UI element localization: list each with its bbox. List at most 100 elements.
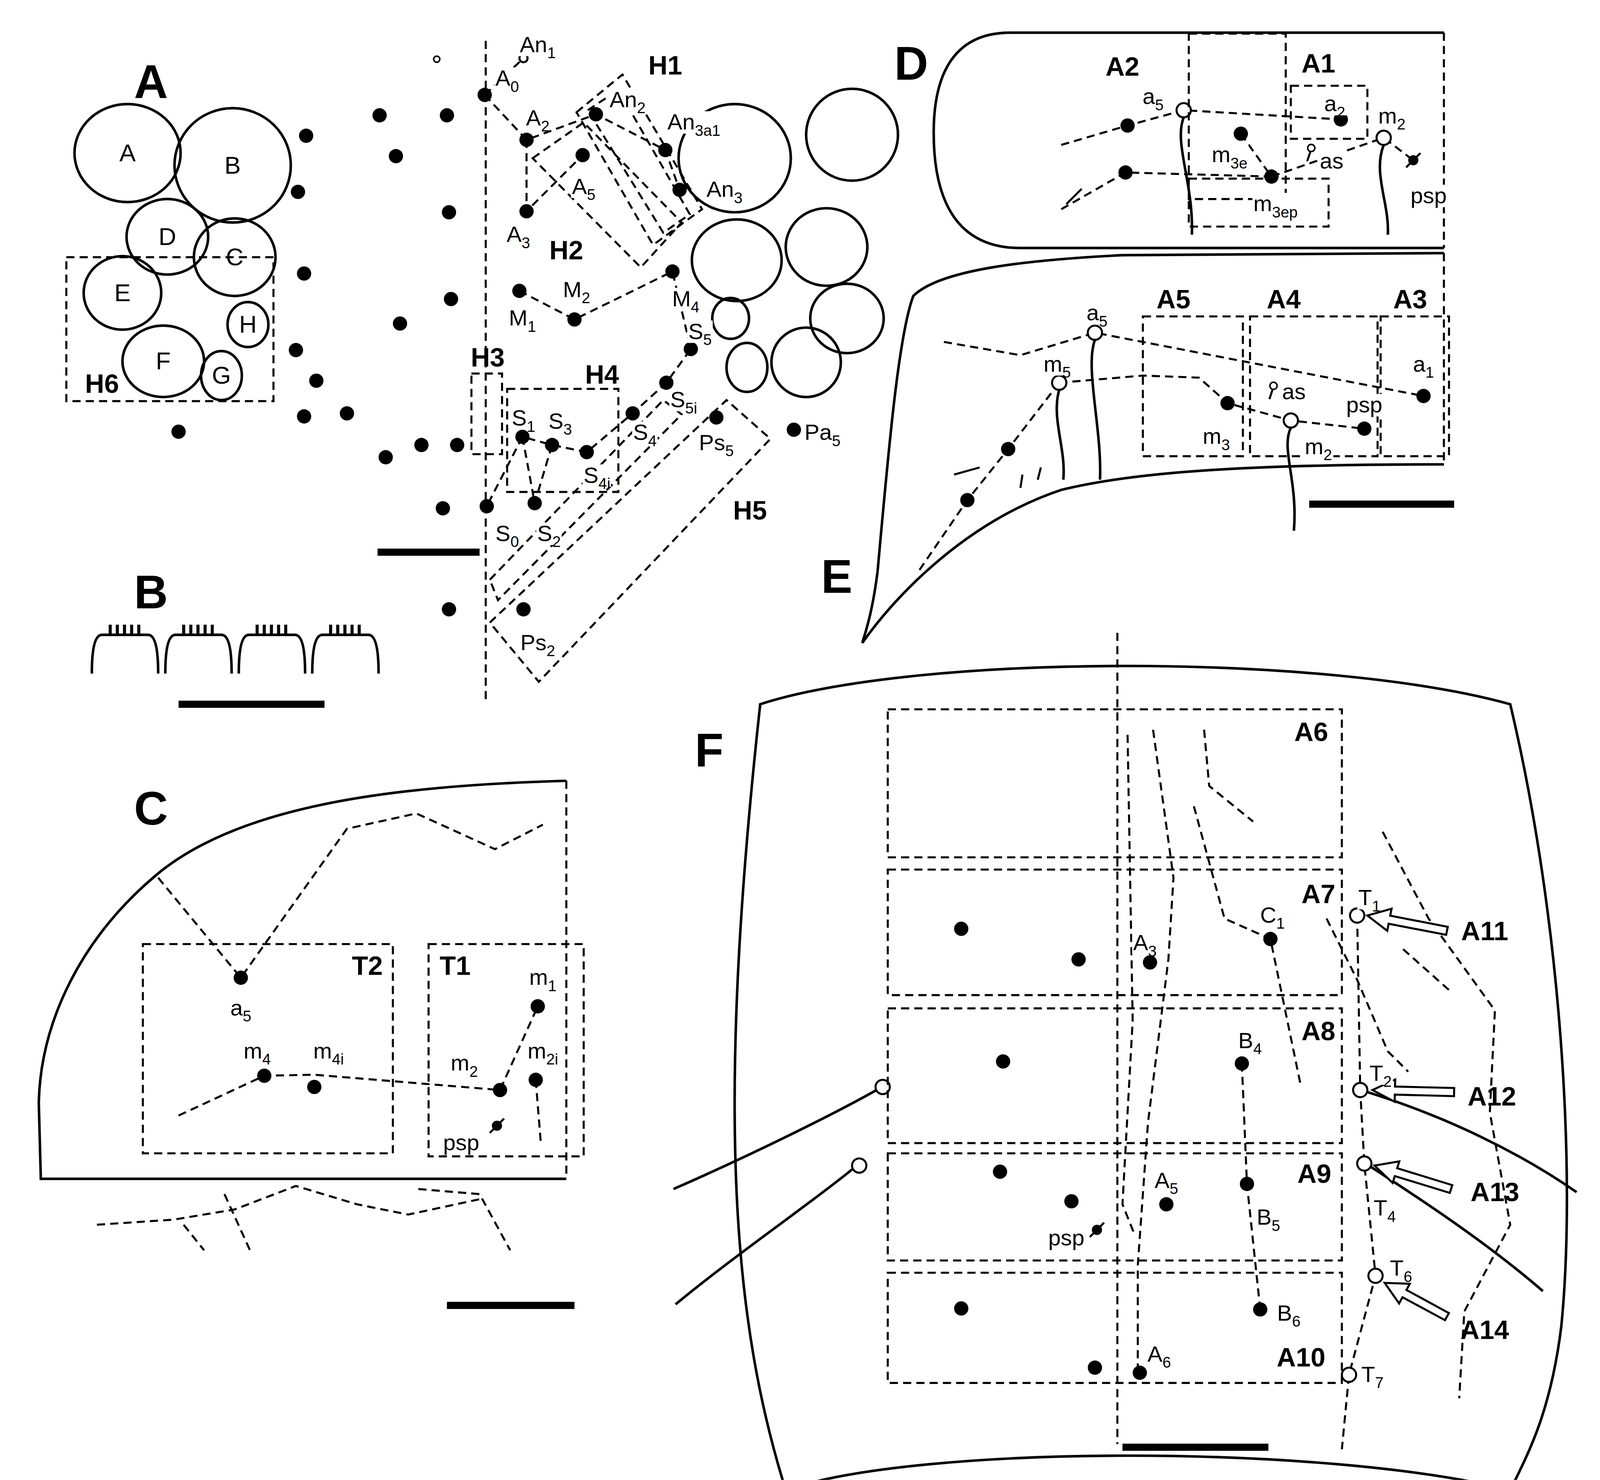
seta-base: A <box>506 221 522 247</box>
seta-name: T6 <box>1388 1257 1414 1280</box>
seta-name: m4 <box>242 1039 272 1063</box>
callout-label: A12 <box>1467 1082 1516 1110</box>
panel-a-drawing <box>712 297 749 339</box>
region-box: A8 <box>887 1008 1360 1143</box>
seta-name: A0 <box>494 67 520 90</box>
region-box: A10 <box>887 1272 1342 1383</box>
panel-f-drawing <box>675 1168 854 1305</box>
seta-subscript: 4i <box>598 474 611 492</box>
region-outline <box>1188 33 1286 200</box>
generated-strokes <box>665 264 680 279</box>
panel-c-drawing <box>224 1193 251 1250</box>
generated-strokes <box>288 342 304 358</box>
panel-e-drawing <box>1309 500 1455 508</box>
region-box: A4 <box>1242 278 1378 457</box>
seta-subscript: 0 <box>510 532 519 551</box>
generated-strokes <box>1349 908 1365 923</box>
panel-e-drawing <box>953 467 980 475</box>
region-label: A5 <box>1156 285 1191 313</box>
region-outline <box>1290 85 1368 139</box>
panel-e-drawing <box>1037 467 1041 480</box>
generated-strokes <box>786 422 801 437</box>
generated-strokes <box>683 341 698 357</box>
node-outline <box>576 45 706 245</box>
seta-base: C <box>1260 902 1277 928</box>
panel-f-drawing <box>734 665 1567 1480</box>
seta-base: B <box>1256 1204 1272 1230</box>
generated-strokes <box>183 624 213 635</box>
generated-strokes <box>92 634 159 674</box>
panel-f-drawing <box>1122 734 1135 1235</box>
panel-d-drawing <box>1061 110 1341 145</box>
seta-base: T <box>1373 1194 1388 1221</box>
seta-name: C1 <box>1259 904 1286 927</box>
seta-name: S5i <box>669 388 699 412</box>
region-outline <box>887 1153 1342 1261</box>
region-label: H1 <box>648 52 683 79</box>
generated-strokes <box>388 148 404 164</box>
seta-base: Ps <box>520 629 547 656</box>
panel-letter: A <box>134 58 169 106</box>
seta-subscript: 3e <box>1230 154 1248 172</box>
seta-subscript: 2 <box>1336 103 1346 121</box>
panel-a-drawing <box>489 399 682 600</box>
seta-name: M2 <box>562 278 592 301</box>
seta-name: m2 <box>1303 435 1333 459</box>
seta-base: A <box>526 105 542 131</box>
panel-e-drawing <box>862 252 1444 643</box>
region-box: A1 <box>1277 43 1367 140</box>
generated-strokes <box>297 266 312 281</box>
panel-d-drawing <box>1307 152 1311 162</box>
generated-strokes <box>1341 1367 1357 1382</box>
panel-a-drawing <box>484 58 524 95</box>
seta-base: Pa <box>804 419 833 445</box>
region-box: H1 <box>576 45 706 245</box>
eye-letter: H <box>238 312 257 337</box>
generated-strokes <box>479 499 494 514</box>
seta-base: m <box>527 1037 547 1064</box>
seta-name: m2i <box>526 1039 560 1063</box>
seta-name: S3 <box>547 410 573 433</box>
eye-circle: F <box>122 325 204 397</box>
seta-name: T2 <box>1368 1062 1393 1085</box>
seta-name: B4 <box>1237 1029 1263 1052</box>
seta-name: S1 <box>510 407 537 430</box>
seta-name: a2 <box>1323 92 1347 116</box>
seta-subscript: 2 <box>540 117 550 136</box>
eye-letter: E <box>114 280 131 306</box>
eye-outline <box>83 256 162 330</box>
seta-base: M <box>671 285 691 312</box>
seta-name: An3 <box>705 178 744 201</box>
region-label: A1 <box>1301 50 1336 77</box>
generated-strokes <box>477 87 492 102</box>
seta-subscript: 5i <box>685 399 698 417</box>
panel-a-drawing <box>691 219 782 302</box>
panel-e-drawing <box>1059 375 1365 429</box>
seta-name: Ps2 <box>519 631 557 655</box>
seta-subscript: 4 <box>648 431 657 450</box>
seta-subscript: 5 <box>1169 1179 1178 1198</box>
panel-f-drawing <box>1403 949 1450 990</box>
seta-subscript: 3 <box>563 420 572 439</box>
seta-base: S <box>670 386 686 413</box>
seta-subscript: 6 <box>1162 1353 1171 1371</box>
generated-strokes <box>1376 130 1391 145</box>
seta-base: B <box>1238 1027 1254 1054</box>
region-label: A9 <box>1297 1160 1332 1187</box>
generated-strokes <box>165 634 232 674</box>
callout-label: A13 <box>1470 1178 1520 1206</box>
seta-name: Pa5 <box>803 421 842 444</box>
seta-name: psp <box>442 1131 481 1154</box>
generated-strokes <box>1233 126 1248 142</box>
generated-strokes <box>443 291 459 307</box>
seta-subscript: 5 <box>832 431 841 450</box>
seta-name: m5 <box>1042 352 1072 376</box>
seta-base: A <box>1154 1167 1170 1193</box>
seta-subscript: 4 <box>690 297 700 316</box>
generated-strokes <box>257 624 286 635</box>
seta-name: An1 <box>518 33 557 57</box>
seta-subscript: 4 <box>1253 1039 1262 1058</box>
eye-letter: G <box>211 363 232 388</box>
eye-outline <box>201 350 242 400</box>
region-box: H2 <box>525 122 682 271</box>
